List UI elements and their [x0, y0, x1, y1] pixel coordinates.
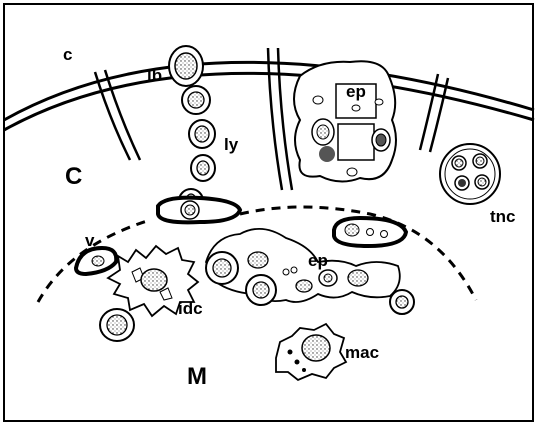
vessel-junction	[158, 198, 240, 223]
vessel-boundary	[334, 218, 406, 246]
label-thymic-nurse-cell: tnc	[490, 207, 516, 226]
lymphocyte-cells	[179, 86, 215, 213]
label-vessel: v	[85, 231, 95, 250]
medulla-lymphocyte	[100, 309, 134, 341]
label-epithelial-medulla: ep	[308, 251, 328, 270]
epithelial-cell-cortex	[294, 61, 396, 181]
label-interdigitating-cell: idc	[178, 299, 203, 318]
label-lymphocyte: ly	[224, 135, 239, 154]
label-epithelial-cortex: ep	[346, 82, 366, 101]
lymphoblast-cell	[169, 46, 203, 86]
label-medulla: M	[187, 363, 207, 390]
label-lymphoblast: lb	[147, 66, 162, 85]
macrophage-cell	[276, 324, 346, 380]
label-capsule: c	[63, 45, 72, 64]
thymic-nurse-cell	[440, 144, 500, 204]
label-cortex: C	[65, 163, 82, 190]
label-macrophage: mac	[345, 343, 379, 362]
